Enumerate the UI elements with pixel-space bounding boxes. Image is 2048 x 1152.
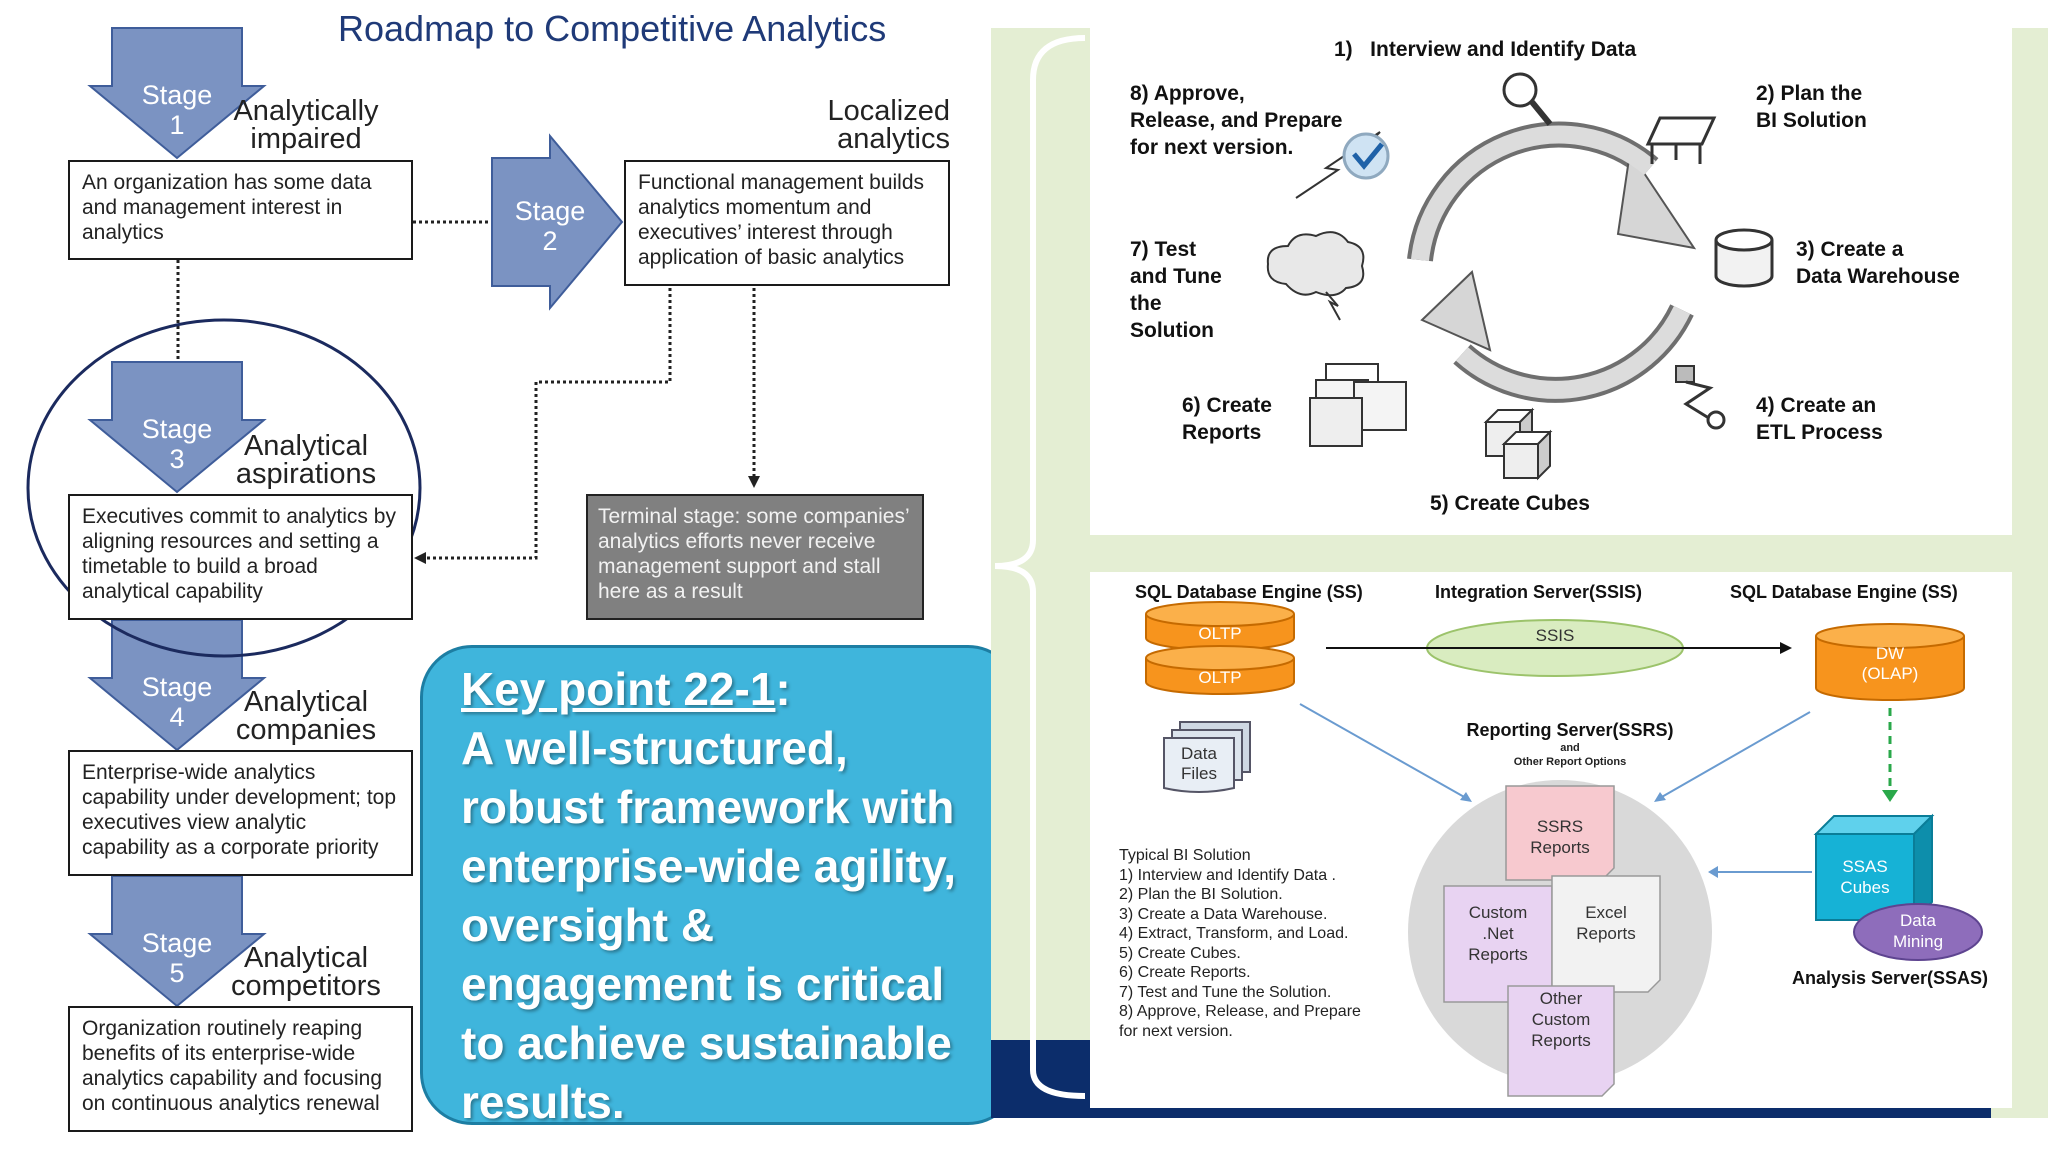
typical-bi-step: 1) Interview and Identify Data . bbox=[1119, 866, 1336, 884]
oltp-database-icon bbox=[1145, 601, 1295, 695]
sql-engine-right-label: SQL Database Engine (SS) bbox=[1730, 582, 1958, 602]
warehouse-cylinder-icon bbox=[1714, 228, 1774, 288]
key-point-title: Key point 22-1 bbox=[461, 663, 776, 715]
terminal-stage-box: Terminal stage: some companies’ analytic… bbox=[586, 494, 924, 620]
bracket-shape bbox=[994, 35, 1086, 1099]
cubes-icon bbox=[1483, 407, 1553, 481]
reporting-server-label: Reporting Server(SSRS) bbox=[1466, 720, 1674, 740]
cycle-arrowhead-left bbox=[1420, 270, 1492, 352]
integration-server-label: Integration Server(SSIS) bbox=[1435, 582, 1643, 602]
sql-engine-left-label: SQL Database Engine (SS) bbox=[1135, 582, 1363, 602]
excel-reports-label: Excel Reports bbox=[1576, 903, 1636, 943]
cycle-step-7-label: 7) Test and Tune the Solution bbox=[1130, 238, 1222, 342]
etl-process-icon bbox=[1675, 365, 1726, 430]
stage5-arrow-label: Stage 5 bbox=[141, 928, 213, 988]
reports-icon bbox=[1309, 363, 1407, 447]
ssrs-reports-label: SSRS Reports bbox=[1530, 817, 1590, 857]
stage3-arrow-label: Stage 3 bbox=[141, 414, 213, 474]
stage5-name: Analytical competitors bbox=[231, 942, 381, 1002]
typical-bi-title: Typical BI Solution bbox=[1119, 847, 1251, 864]
cycle-step-6-label: 6) Create Reports bbox=[1182, 394, 1272, 444]
key-point-colon: : bbox=[775, 663, 791, 715]
connector-stage2-stage3 bbox=[420, 288, 672, 560]
custom-net-reports-label: Custom .Net Reports bbox=[1468, 903, 1528, 964]
key-point-body: A well-structured, robust framework with… bbox=[461, 722, 957, 1128]
roadmap-connectors bbox=[26, 27, 760, 1008]
cycle-step-8-label: 8) Approve, Release, and Prepare for nex… bbox=[1130, 82, 1343, 159]
bi-cycle-diagram: 1) Interview and Identify Data 2) Plan t… bbox=[1130, 38, 1960, 515]
typical-bi-step: 7) Test and Tune the Solution. bbox=[1119, 983, 1332, 1001]
stage1-arrow bbox=[87, 27, 267, 160]
stage3-name: Analytical aspirations bbox=[235, 430, 377, 490]
stage1-name: Analytically impaired bbox=[233, 95, 379, 155]
data-mining-label: Data Mining bbox=[1892, 911, 1944, 951]
approve-badge-icon bbox=[1295, 131, 1390, 199]
cycle-step-5-label: 5) Create Cubes bbox=[1430, 492, 1590, 515]
connector-arrowhead-stage3 bbox=[414, 552, 426, 564]
cycle-step-2-label: 2) Plan the BI Solution bbox=[1756, 82, 1867, 132]
typical-bi-step: for next version. bbox=[1119, 1022, 1233, 1040]
cycle-step-3-label: 3) Create a Data Warehouse bbox=[1796, 238, 1960, 288]
dw-to-reports-connector bbox=[1659, 711, 1811, 799]
stage4-arrow-label: Stage 4 bbox=[141, 672, 213, 732]
dw-olap-label: DW (OLAP) bbox=[1861, 644, 1919, 683]
stage5-description: Organization routinely reaping benefits … bbox=[68, 1006, 413, 1132]
oltp-to-reports-connector bbox=[1299, 703, 1467, 799]
cycle-step-1-label: 1) Interview and Identify Data bbox=[1334, 38, 1637, 61]
stage2-arrow-label: Stage 2 bbox=[514, 196, 586, 256]
stage2-description: Functional management builds analytics m… bbox=[624, 160, 950, 286]
ssas-cubes-icon bbox=[1813, 813, 1935, 923]
dw-to-ssas-arrowhead bbox=[1882, 790, 1898, 802]
typical-bi-step: 4) Extract, Transform, and Load. bbox=[1119, 925, 1349, 942]
typical-bi-step: 8) Approve, Release, and Prepare bbox=[1119, 1003, 1361, 1020]
other-custom-reports-doc bbox=[1507, 985, 1615, 1097]
magnifier-icon bbox=[1502, 72, 1553, 126]
plan-table-icon bbox=[1645, 116, 1717, 164]
stage3-highlight-oval bbox=[26, 318, 422, 658]
connector-arrowhead-terminal bbox=[748, 476, 760, 488]
test-cloud-icon bbox=[1266, 231, 1365, 321]
stage4-description: Enterprise-wide analytics capability und… bbox=[68, 750, 413, 876]
dw-olap-database-icon bbox=[1815, 623, 1965, 701]
cycle-arrowhead-right bbox=[1616, 149, 1697, 250]
stage4-arrow bbox=[87, 619, 267, 752]
oltp-1-label: OLTP bbox=[1198, 624, 1242, 643]
stage3-arrow bbox=[87, 361, 267, 494]
data-mining-ellipse bbox=[1853, 903, 1983, 961]
typical-bi-step: 6) Create Reports. bbox=[1119, 964, 1251, 981]
analysis-server-label: Analysis Server(SSAS) bbox=[1791, 968, 1989, 988]
page-title: Roadmap to Competitive Analytics bbox=[338, 8, 887, 49]
typical-bi-step: 5) Create Cubes. bbox=[1119, 944, 1241, 962]
excel-reports-doc bbox=[1551, 875, 1661, 993]
typical-bi-step: 3) Create a Data Warehouse. bbox=[1119, 905, 1328, 923]
stage1-description: An organization has some data and manage… bbox=[68, 160, 413, 260]
stage5-arrow bbox=[87, 875, 267, 1008]
bi-architecture-diagram: SQL Database Engine (SS) Integration Ser… bbox=[1135, 582, 1989, 1097]
ssas-cubes-label: SSAS Cubes bbox=[1840, 857, 1890, 897]
key-point-callout: Key point 22-1: A well-structured, robus… bbox=[420, 645, 1020, 1128]
ssrs-reports-doc bbox=[1505, 785, 1615, 881]
stage4-name: Analytical companies bbox=[235, 686, 377, 746]
data-files-label: Data Files bbox=[1181, 744, 1217, 783]
stage2-name: Localized analytics bbox=[827, 95, 950, 155]
typical-bi-solution: Typical BI Solution 1) Interview and Ide… bbox=[1119, 846, 1419, 1041]
oltp-2-label: OLTP bbox=[1198, 668, 1242, 687]
other-report-options-label: Other Report Options bbox=[1513, 756, 1627, 768]
reporting-and-label: and bbox=[1560, 742, 1580, 754]
typical-bi-step: 2) Plan the BI Solution. bbox=[1119, 886, 1283, 903]
stage3-description: Executives commit to analytics by aligni… bbox=[68, 494, 413, 620]
ssis-flow-arrowhead bbox=[1780, 642, 1792, 654]
stage1-arrow-label: Stage 1 bbox=[141, 80, 213, 140]
ssis-label: SSIS bbox=[1535, 626, 1575, 645]
stage2-arrow bbox=[491, 133, 624, 311]
other-custom-reports-label: Other Custom Reports bbox=[1531, 989, 1591, 1050]
data-files-icon bbox=[1163, 721, 1251, 793]
cycle-step-4-label: 4) Create an ETL Process bbox=[1756, 394, 1883, 444]
